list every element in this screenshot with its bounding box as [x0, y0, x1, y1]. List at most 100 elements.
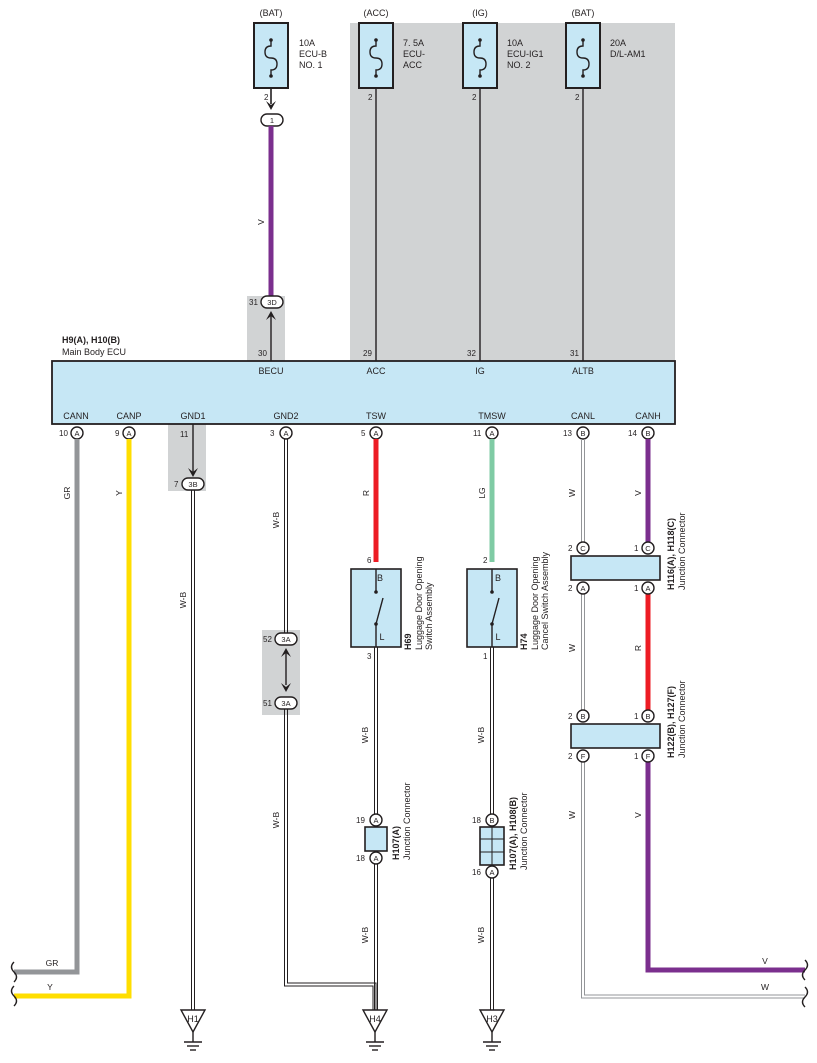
arrow-up-icon — [266, 311, 276, 320]
ecu-pin-gnd2: 3 A — [270, 426, 293, 440]
connector-marker-code: 3D — [267, 298, 277, 307]
ecu-name: Main Body ECU — [62, 347, 126, 357]
svg-text:14: 14 — [628, 429, 637, 438]
svg-text:F: F — [581, 752, 586, 761]
switch-terminal: L — [495, 632, 500, 642]
ground-triangle-icon — [361, 1009, 389, 1034]
ground-triangle-icon — [478, 1009, 506, 1034]
svg-text:2: 2 — [568, 752, 573, 761]
svg-text:A: A — [580, 584, 585, 593]
fuse-symbol-icon — [369, 40, 383, 76]
connector-marker — [260, 295, 284, 309]
wire-color-label: GR — [62, 487, 72, 500]
svg-text:1: 1 — [634, 584, 639, 593]
wire-color-label: V — [633, 812, 643, 818]
connector-marker — [181, 477, 205, 491]
wire-canh-violet-low — [645, 762, 805, 973]
svg-text:Luggage Door Opening: Luggage Door Opening — [414, 556, 424, 650]
wire-gnd2-wb-bottom — [287, 709, 377, 1010]
svg-text:Junction Connector: Junction Connector — [402, 782, 412, 860]
ecu-terminal-label: CANN — [63, 411, 89, 421]
ecu-pin: 31 — [570, 349, 579, 358]
wire-color-label: V — [633, 490, 643, 496]
switch-terminal: B — [495, 573, 501, 583]
switch-h69-label: H69 Luggage Door Opening Switch Assembly — [403, 556, 434, 650]
fuse-name: ECU- — [403, 49, 425, 59]
switch-terminal: B — [377, 573, 383, 583]
svg-text:A: A — [74, 429, 79, 438]
svg-text:11: 11 — [180, 430, 189, 439]
fuse-pin: 2 — [472, 93, 477, 102]
svg-text:Junction Connector: Junction Connector — [519, 792, 529, 870]
svg-text:C: C — [645, 544, 651, 553]
fuse-body — [565, 22, 601, 89]
svg-text:2: 2 — [568, 712, 573, 721]
wire-color-label: W — [567, 811, 577, 819]
fuse-name-2: NO. 2 — [507, 60, 531, 70]
svg-text:B: B — [645, 429, 650, 438]
switch-h69-luggage-door-opening: B L — [350, 568, 402, 648]
fuse-name: ECU-B — [299, 49, 327, 59]
ecu-pin-tmsw: 11 A — [473, 426, 499, 440]
svg-text:A: A — [645, 584, 650, 593]
ground-h4: H4 — [361, 1009, 389, 1051]
wire-break-icon — [801, 986, 809, 1008]
wire-color-label: W-B — [360, 926, 370, 943]
svg-text:H107(A): H107(A) — [391, 826, 401, 860]
arrow-down-icon — [281, 683, 291, 692]
svg-text:A: A — [283, 429, 288, 438]
svg-text:2: 2 — [568, 584, 573, 593]
fuse-pin: 2 — [575, 93, 580, 102]
connector-marker — [274, 696, 298, 710]
wire-color-label: R — [361, 490, 371, 496]
ecu-pin: 29 — [363, 349, 372, 358]
switch-h74-luggage-door-cancel: B L — [466, 568, 518, 648]
fuse-source-label: (IG) — [472, 8, 488, 18]
connector-marker-pin: 51 — [263, 699, 272, 708]
svg-text:1: 1 — [634, 752, 639, 761]
svg-text:B: B — [489, 816, 494, 825]
svg-text:C: C — [580, 544, 586, 553]
fuse-name: ECU-IG1 — [507, 49, 544, 59]
fuse-ecu-b-no1: (BAT) 10A ECU-B NO. 1 2 — [253, 8, 327, 102]
fuse-name-2: ACC — [403, 60, 423, 70]
ecu-terminal-label: TSW — [366, 411, 387, 421]
fuse-body — [462, 22, 498, 89]
fuse-name-2: NO. 1 — [299, 60, 323, 70]
fuse-pin: 2 — [264, 93, 269, 102]
fuse-rating: 7. 5A — [403, 38, 424, 48]
svg-text:A: A — [489, 868, 494, 877]
ecu-terminal-label: ACC — [366, 366, 386, 376]
arrow-down-icon — [266, 101, 276, 110]
wire-color-label: GR — [46, 958, 59, 968]
fuse-ecu-ig1-no2: (IG) 10A ECU-IG1 NO. 2 2 — [462, 8, 544, 102]
ecu-terminal-label: IG — [475, 366, 485, 376]
ecu-terminal-label: ALTB — [572, 366, 594, 376]
arrow-up-icon — [281, 648, 291, 657]
fuse-source-label: (BAT) — [572, 8, 595, 18]
switch-terminal: L — [379, 632, 384, 642]
svg-text:10: 10 — [59, 429, 68, 438]
switch-pin: 3 — [367, 652, 372, 661]
wire-cann-gray — [14, 439, 80, 975]
fuse-rating: 10A — [507, 38, 523, 48]
svg-text:H116(A), H118(C): H116(A), H118(C) — [666, 518, 676, 590]
wire-color-label: Y — [114, 490, 124, 496]
ecu-terminal-label: CANH — [635, 411, 661, 421]
ground-label: H3 — [486, 1014, 498, 1024]
wire-canl-white-low — [584, 762, 805, 996]
fuse-body — [253, 22, 289, 89]
svg-text:13: 13 — [563, 429, 572, 438]
wire-color-label: W-B — [476, 726, 486, 743]
ecu-pin-canp: 9 A — [115, 426, 136, 440]
switch-contact-icon — [491, 597, 500, 625]
junction-connector-h107a-h108b-label: H107(A), H108(B) Junction Connector — [508, 792, 529, 870]
svg-text:18: 18 — [472, 816, 481, 825]
ecu-terminal-label: CANP — [116, 411, 141, 421]
fuse-dl-am1: (BAT) 20A D/L-AM1 2 — [565, 8, 646, 102]
wire-color-label: W — [567, 644, 577, 652]
svg-text:Luggage Door Opening: Luggage Door Opening — [530, 556, 540, 650]
wire-break-icon — [801, 959, 809, 981]
junction-connector-h116a-h118c: C 2 C 1 A 2 A 1 — [568, 541, 661, 595]
